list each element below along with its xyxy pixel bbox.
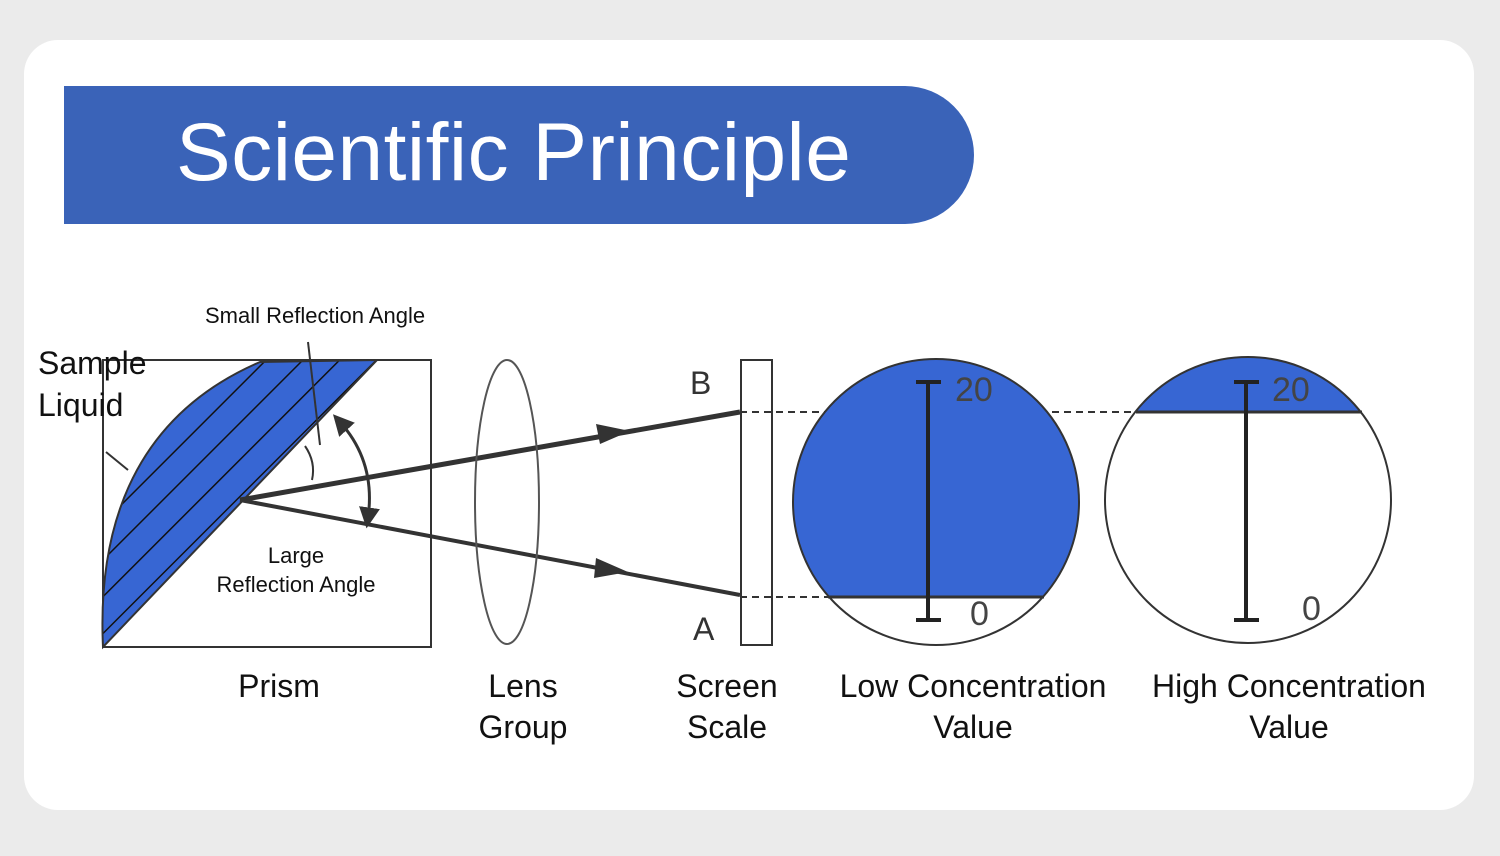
sample-liquid-pointer — [105, 451, 129, 471]
sample-liquid-region — [101, 358, 380, 650]
caption-prism: Prism — [238, 668, 320, 704]
caption-low-line1: Low Concentration — [840, 668, 1107, 704]
ray-b-arrow-head — [596, 424, 630, 444]
high-scale-bottom: 0 — [1302, 590, 1321, 628]
caption-lens-line1: Lens — [488, 668, 557, 704]
caption-low-line2: Value — [933, 709, 1012, 745]
low-fill — [793, 359, 1079, 597]
caption-high-line1: High Concentration — [1152, 668, 1426, 704]
large-angle-label-line2: Reflection Angle — [217, 572, 376, 597]
prism-box — [102, 359, 432, 648]
normal-line — [307, 341, 321, 446]
low-scale-bottom: 0 — [970, 595, 989, 633]
low-concentration-view — [792, 358, 1080, 646]
high-concentration-view — [1104, 356, 1392, 644]
large-angle-label-line1: Large — [268, 543, 324, 568]
title-banner: Scientific Principle — [64, 86, 974, 224]
caption-high-line2: Value — [1249, 709, 1328, 745]
high-circle — [1104, 356, 1392, 644]
caption-lens-line2: Group — [479, 709, 568, 745]
small-angle-label: Small Reflection Angle — [205, 303, 425, 328]
small-angle-arc — [304, 445, 315, 481]
point-b-label: B — [690, 365, 711, 401]
sample-liquid-label-line2: Liquid — [38, 387, 123, 423]
high-scale-top: 20 — [1272, 371, 1310, 409]
point-a-label: A — [693, 611, 715, 647]
sample-liquid-label-line1: Sample — [38, 345, 147, 381]
low-circle — [792, 358, 1080, 646]
large-angle-arrow — [332, 414, 380, 529]
caption-screen-line1: Screen — [676, 668, 777, 704]
ray-to-a — [239, 498, 741, 597]
ray-a-arrow-head — [594, 558, 628, 578]
lens-ellipse — [474, 359, 540, 645]
screen-rect — [740, 359, 773, 646]
low-scale-top: 20 — [955, 371, 993, 409]
caption-screen-line2: Scale — [687, 709, 767, 745]
ray-to-b — [239, 409, 741, 503]
page-title: Scientific Principle — [176, 107, 852, 198]
